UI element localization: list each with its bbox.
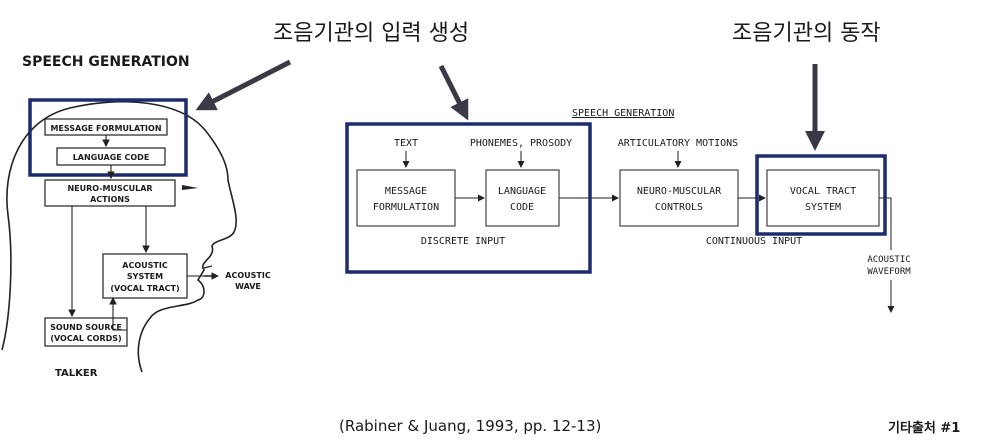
left-neuro-box bbox=[44, 179, 176, 207]
left-source-label-2: (VOCAL CORDS) bbox=[50, 334, 121, 343]
right-vocal-label-1: VOCAL TRACT bbox=[790, 186, 856, 197]
source-tag: 기타출처 #1 bbox=[888, 420, 960, 436]
annotation-arrow-middle bbox=[438, 64, 469, 121]
eye-mark bbox=[182, 185, 198, 190]
head-outline bbox=[1, 100, 237, 373]
right-vocal-box bbox=[766, 169, 880, 227]
annotation-arrow-left bbox=[195, 59, 292, 111]
left-arrow-6 bbox=[109, 296, 127, 331]
right-text-input: TEXT bbox=[394, 138, 418, 149]
right-discrete: DISCRETE INPUT bbox=[421, 236, 505, 247]
left-wave-label-1: ACOUSTIC bbox=[225, 271, 271, 280]
right-neuro-box bbox=[619, 169, 739, 227]
right-diagram: SPEECH GENERATION TEXT PHONEMES, PROSODY… bbox=[345, 108, 911, 313]
right-acoustic-2: WAVEFORM bbox=[867, 267, 911, 277]
citation: (Rabiner & Juang, 1993, pp. 12-13) bbox=[339, 417, 601, 435]
right-vocal-label-2: SYSTEM bbox=[805, 202, 841, 213]
right-language-box bbox=[485, 169, 560, 227]
right-highlight-discrete bbox=[345, 122, 592, 274]
left-talker-label: TALKER bbox=[55, 368, 98, 379]
left-neuro-label-2: ACTIONS bbox=[90, 195, 130, 204]
right-articulatory: ARTICULATORY MOTIONS bbox=[618, 138, 738, 149]
right-language-label-2: CODE bbox=[510, 202, 534, 213]
left-neuro-label-1: NEURO-MUSCULAR bbox=[67, 184, 152, 193]
right-neuro-label-2: CONTROLS bbox=[655, 202, 703, 213]
annotation-right-label: 조음기관의 동작 bbox=[732, 21, 881, 46]
right-arrow-4a bbox=[879, 197, 892, 250]
left-wave-label-2: WAVE bbox=[235, 282, 261, 291]
left-source-label-1: SOUND SOURCE bbox=[50, 323, 122, 332]
left-acoustic-label-2: SYSTEM bbox=[127, 272, 163, 281]
right-highlight-vocal bbox=[755, 154, 887, 236]
right-neuro-label-1: NEURO-MUSCULAR bbox=[637, 186, 722, 197]
right-message-label-2: FORMULATION bbox=[373, 202, 439, 213]
left-acoustic-label-1: ACOUSTIC bbox=[122, 261, 168, 270]
right-title: SPEECH GENERATION bbox=[572, 108, 674, 119]
left-diagram: SPEECH GENERATION MESSAGE FORMULATION LA… bbox=[1, 54, 271, 379]
right-acoustic-1: ACOUSTIC bbox=[867, 255, 910, 265]
annotation-left-label: 조음기관의 입력 생성 bbox=[273, 21, 469, 46]
left-title: SPEECH GENERATION bbox=[22, 54, 190, 70]
right-language-label-1: LANGUAGE bbox=[498, 186, 546, 197]
right-message-label-1: MESSAGE bbox=[385, 186, 427, 197]
mouth-mark bbox=[203, 265, 213, 277]
right-phonemes: PHONEMES, PROSODY bbox=[470, 138, 572, 149]
right-continuous: CONTINUOUS INPUT bbox=[706, 236, 802, 247]
left-acoustic-label-3: (VOCAL TRACT) bbox=[110, 284, 179, 293]
left-language-label: LANGUAGE CODE bbox=[73, 153, 150, 162]
left-message-label: MESSAGE FORMULATION bbox=[50, 124, 161, 133]
right-message-box bbox=[356, 169, 456, 227]
